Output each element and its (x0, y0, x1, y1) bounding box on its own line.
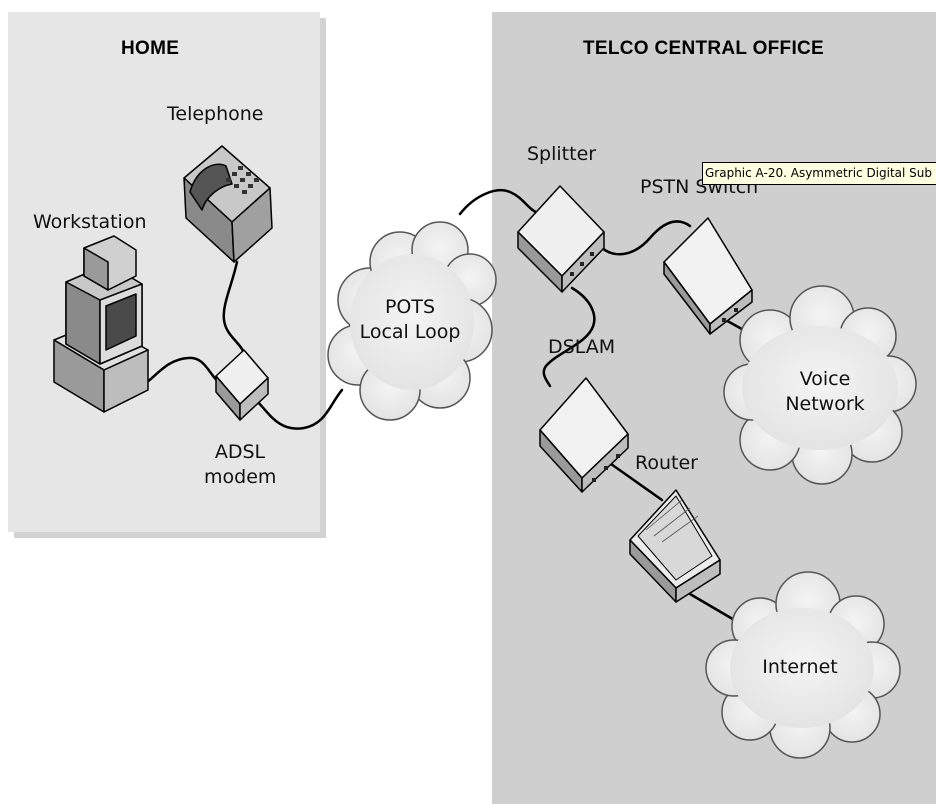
pots-cloud (327, 221, 497, 421)
splitter-icon (517, 185, 605, 293)
workstation-label: Workstation (33, 211, 147, 233)
telephone-icon (183, 145, 273, 263)
splitter-label: Splitter (527, 143, 597, 165)
dslam-icon (539, 377, 629, 493)
pstn-switch-icon (663, 217, 753, 335)
router-icon (629, 489, 721, 603)
adsl-modem-icon (215, 349, 269, 421)
pots-cloud-label: POTS Local Loop (359, 296, 461, 343)
cable-phone-modem (222, 260, 246, 360)
voice-cloud-label: Voice Network (785, 368, 865, 415)
internet-cloud (705, 571, 901, 759)
workstation-icon (53, 235, 149, 413)
internet-cloud-label: Internet (762, 656, 838, 678)
cable-splitter-dslam (542, 286, 596, 388)
telephone-label: Telephone (167, 103, 264, 125)
home-region (8, 12, 320, 532)
tooltip: Graphic A-20. Asymmetric Digital Sub (702, 162, 936, 185)
cable-modem-pots (256, 388, 344, 430)
telco-heading: TELCO CENTRAL OFFICE (583, 38, 825, 59)
cable-pots-splitter (458, 189, 542, 216)
router-label: Router (635, 452, 698, 474)
cable-splitter-pstn (596, 220, 692, 256)
dslam-label: DSLAM (548, 336, 616, 358)
adsl-modem-label: ADSL modem (204, 441, 277, 488)
voice-cloud (723, 285, 917, 485)
home-heading: HOME (121, 38, 180, 59)
